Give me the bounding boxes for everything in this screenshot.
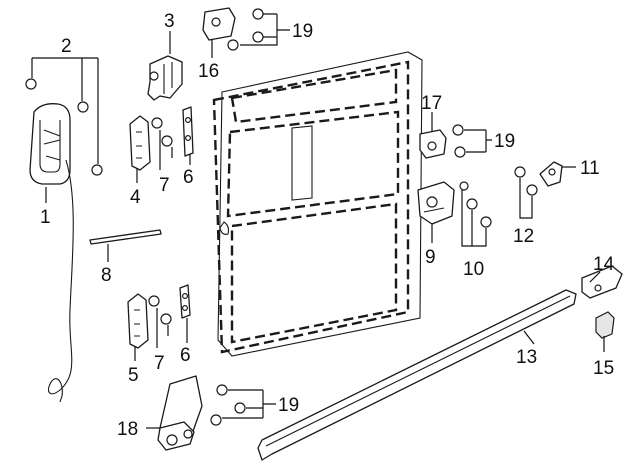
callout-17: 17 xyxy=(421,93,442,114)
part-9-door-latch xyxy=(417,181,455,225)
callout-2: 2 xyxy=(61,36,72,57)
callout-7-lower: 7 xyxy=(154,353,165,374)
callout-19-middle: 19 xyxy=(494,131,515,152)
callout-14: 14 xyxy=(593,254,615,275)
part-14-track-end-cap xyxy=(581,265,623,299)
part-16-upper-roller-bracket xyxy=(202,7,236,41)
callout-19-bottom: 19 xyxy=(278,395,299,416)
callout-19-top: 19 xyxy=(292,21,313,42)
callout-12: 12 xyxy=(513,226,534,247)
callout-10: 10 xyxy=(463,259,484,280)
part-4-upper-hinge-cover xyxy=(129,115,151,171)
callout-9: 9 xyxy=(425,247,436,268)
part-12-striker-bolts xyxy=(514,166,538,196)
callout-13: 13 xyxy=(516,347,537,368)
part-13-lower-track xyxy=(257,289,577,461)
part-6-upper-plate xyxy=(182,106,194,157)
part-5-lower-hinge-cover xyxy=(127,293,149,349)
part-19-lower-bolts xyxy=(210,384,246,426)
leader-lines xyxy=(31,13,605,429)
callout-3: 3 xyxy=(164,11,175,32)
callout-4: 4 xyxy=(130,187,141,208)
part-19-center-bolts xyxy=(452,124,466,158)
callout-11: 11 xyxy=(580,158,600,179)
part-10-latch-bolts xyxy=(459,181,492,228)
part-18-lower-roller-assembly xyxy=(157,375,203,451)
part-11-striker xyxy=(539,161,563,187)
callout-7-upper: 7 xyxy=(159,175,170,196)
part-6-lower-plate xyxy=(179,284,191,319)
part-17-center-roller-bracket xyxy=(419,129,447,159)
part-3-hinge-bracket xyxy=(147,55,183,101)
part-7-lower-bolts xyxy=(148,295,172,325)
part-2-screws xyxy=(25,78,103,176)
callout-labels: 1 2 3 4 5 6 6 7 7 8 9 10 11 12 13 14 15 … xyxy=(40,11,615,440)
callout-1: 1 xyxy=(40,207,51,228)
callout-15: 15 xyxy=(593,358,614,379)
callout-18: 18 xyxy=(117,419,138,440)
callout-8: 8 xyxy=(101,265,112,286)
callout-6-upper: 6 xyxy=(183,167,194,188)
part-8-weatherstrip xyxy=(89,229,162,245)
door-panel xyxy=(212,51,423,357)
part-7-upper-bolts xyxy=(151,117,173,147)
callout-6-lower: 6 xyxy=(180,345,191,366)
part-15-roller-guide xyxy=(595,311,615,339)
callout-5: 5 xyxy=(128,365,139,386)
part-1-door-handle-with-cable xyxy=(29,103,74,403)
callout-16: 16 xyxy=(198,61,219,82)
